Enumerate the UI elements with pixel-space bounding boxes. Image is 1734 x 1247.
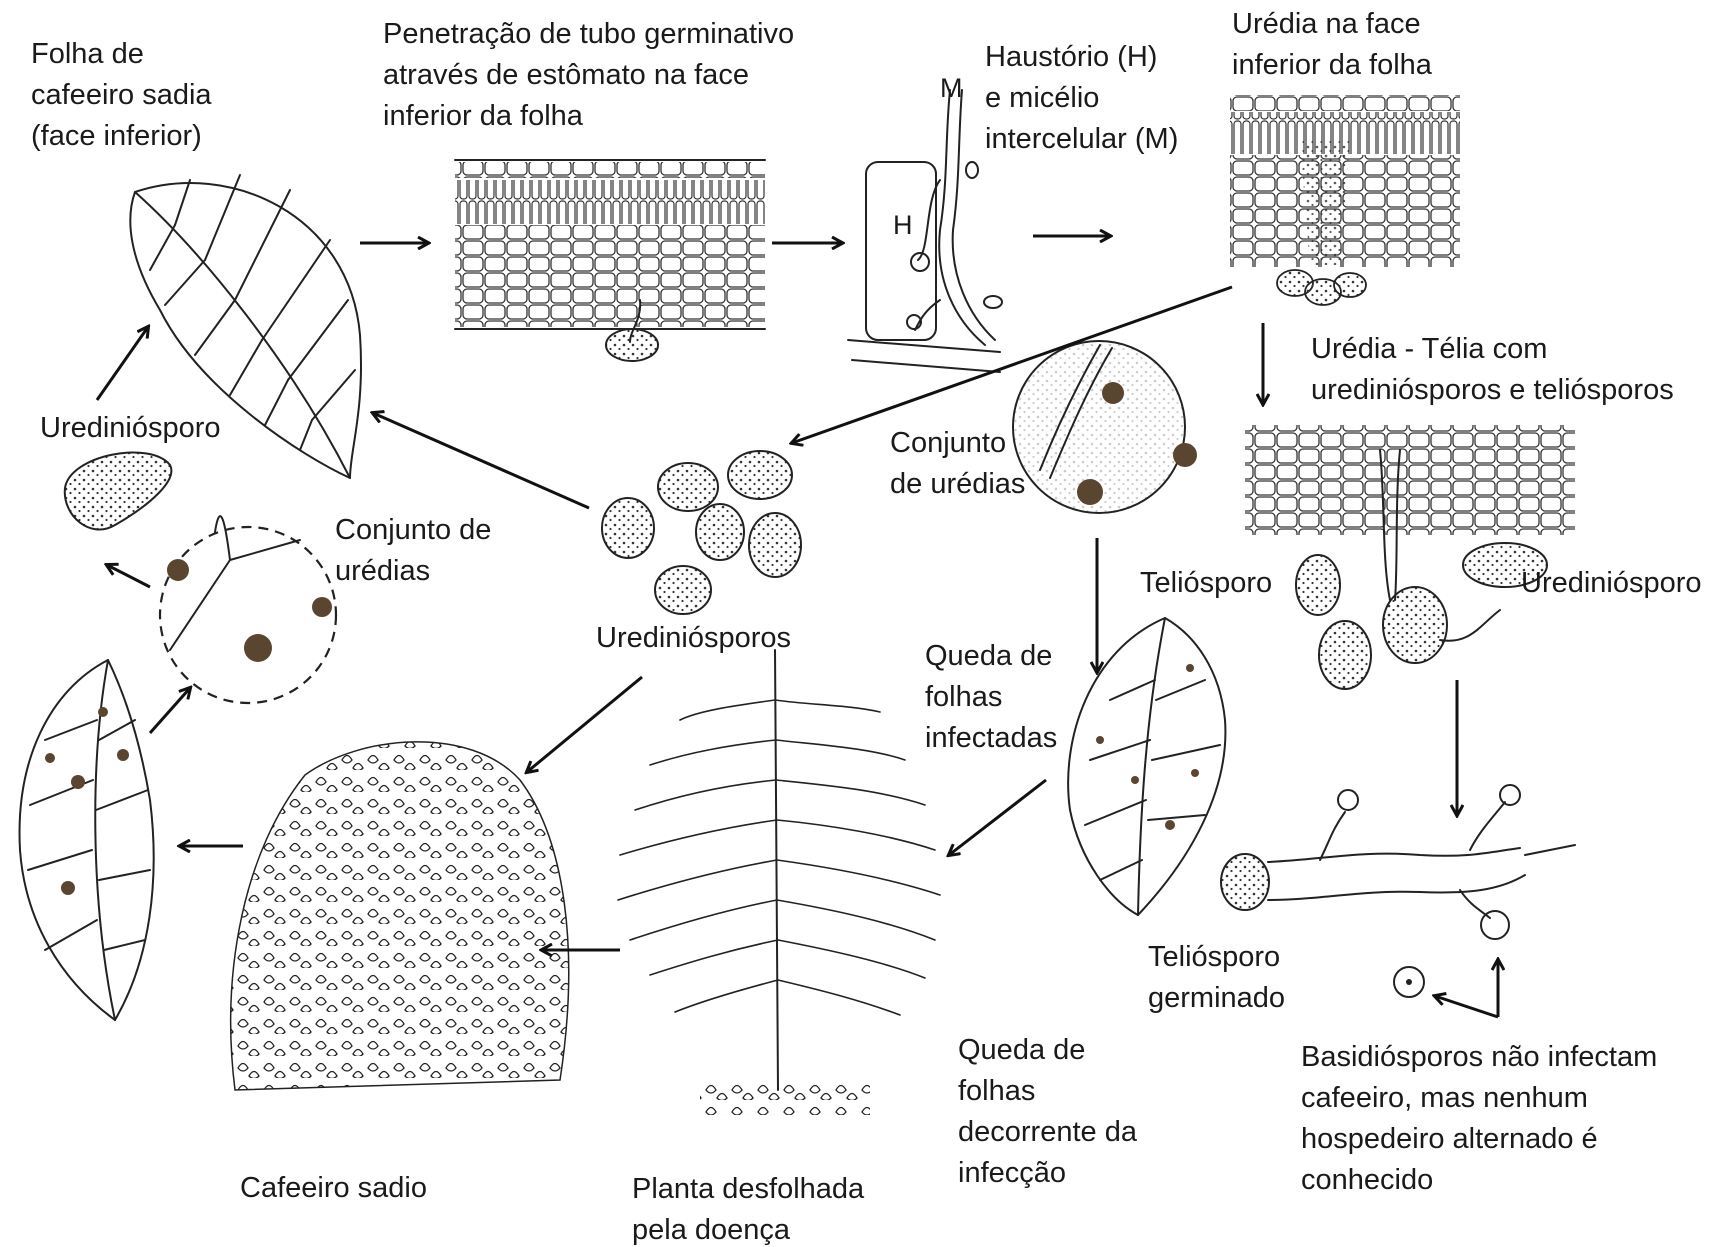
label-uredia-telia: Urédia - Télia com urediniósporos e teli… — [1311, 329, 1674, 411]
penetration-cross-section — [455, 160, 765, 361]
germinated-teliospore-drawing — [1221, 785, 1575, 939]
label-cafeeiro-sadio: Cafeeiro sadio — [240, 1168, 427, 1209]
marker-m: M — [940, 68, 963, 109]
uredia-magnified-left — [160, 516, 336, 703]
label-healthy-leaf: Folha de cafeeiro sadia (face inferior) — [31, 34, 212, 157]
basidiospore-drawing — [1394, 967, 1424, 997]
label-teliosporo-germinado: Teliósporo germinado — [1148, 937, 1285, 1019]
healthy-coffee-tree — [231, 742, 569, 1090]
label-urediniosporos-center: Urediniósporos — [596, 618, 791, 659]
haustorium-drawing — [848, 90, 1002, 372]
infected-leaf-right — [1068, 618, 1225, 915]
label-teliosporo: Teliósporo — [1140, 563, 1272, 604]
label-planta-desfolhada: Planta desfolhada pela doença — [632, 1169, 864, 1247]
infected-leaf-left — [20, 660, 154, 1020]
label-conjunto-center: Conjunto de urédias — [890, 423, 1025, 505]
defoliated-plant — [618, 650, 940, 1115]
marker-h: H — [893, 205, 913, 246]
urediniospores-cluster — [602, 451, 801, 614]
label-queda-infeccao: Queda de folhas decorrente da infecção — [958, 1030, 1137, 1194]
label-haustorium: Haustório (H) e micélio intercelular (M) — [985, 37, 1178, 160]
uredia-magnified-center — [1013, 341, 1197, 513]
label-uredia-face: Urédia na face inferior da folha — [1232, 4, 1432, 86]
single-urediniospore-drawing — [65, 453, 172, 530]
uredia-cross-section — [1230, 95, 1460, 305]
label-queda-infectadas: Queda de folhas infectadas — [925, 636, 1057, 759]
label-urediniosporo-right: Urediniósporo — [1521, 563, 1702, 604]
label-penetration: Penetração de tubo germinativo através d… — [383, 14, 794, 137]
label-basidiosporos: Basidiósporos não infectam cafeeiro, mas… — [1301, 1037, 1657, 1201]
label-urediniosporo-left: Urediniósporo — [40, 408, 221, 449]
uredia-telia-section — [1245, 425, 1575, 689]
label-conjunto-left: Conjunto de urédias — [335, 510, 491, 592]
